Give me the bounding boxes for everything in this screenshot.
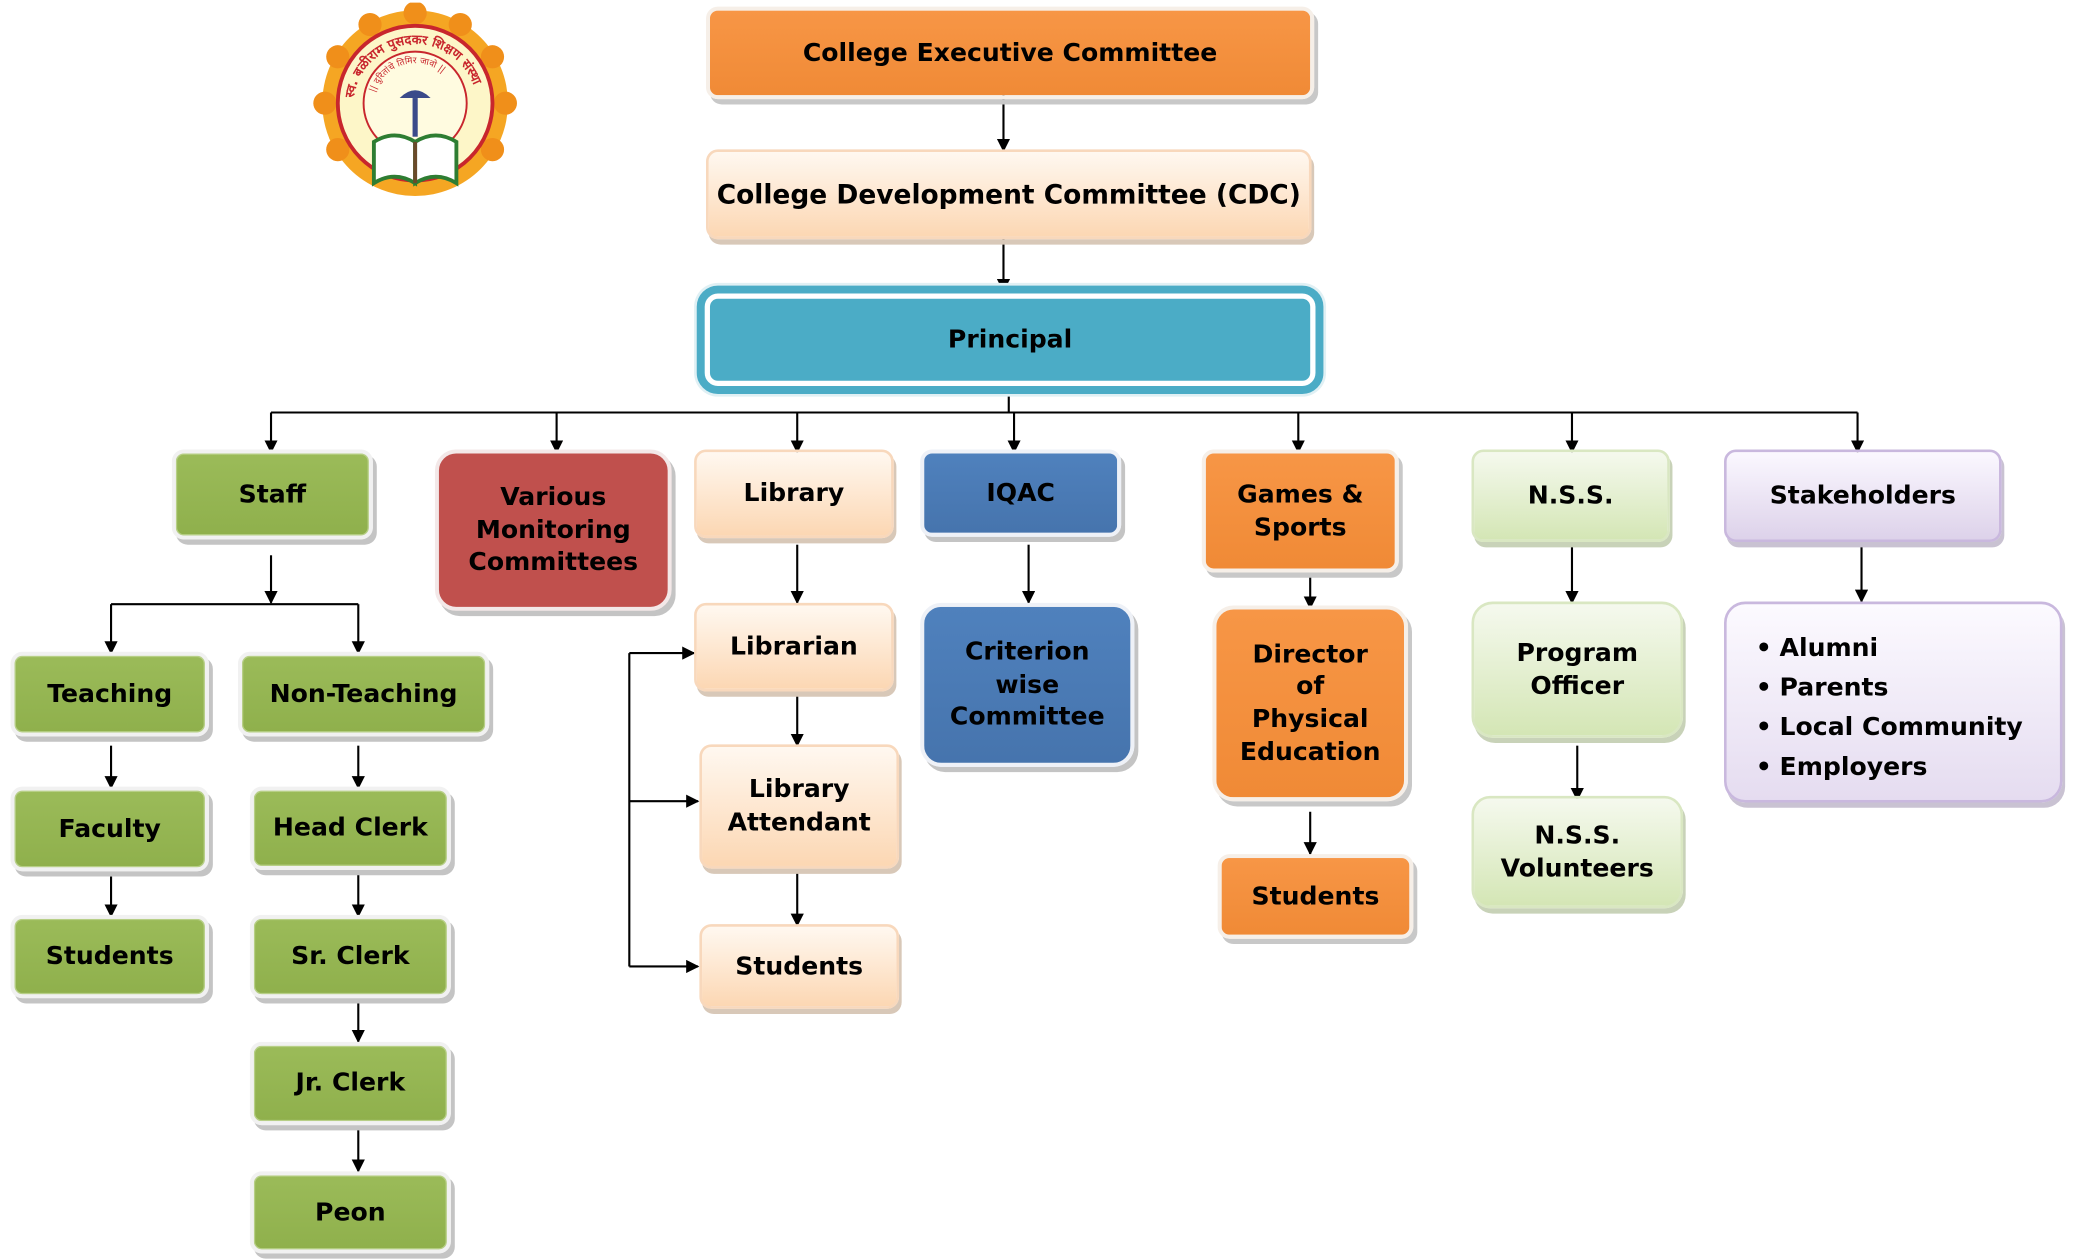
staff-label: Staff xyxy=(238,479,307,509)
faculty-label: Faculty xyxy=(58,813,161,844)
librarian-box: Librarian xyxy=(694,602,894,692)
sr-clerk-box: Sr. Clerk xyxy=(249,914,451,999)
cdc-label: College Development Committee (CDC) xyxy=(716,178,1301,211)
book-icon xyxy=(371,133,459,187)
principal-label: Principal xyxy=(947,324,1073,354)
list-item: Parents xyxy=(1756,668,2047,708)
monitoring-line2: Monitoring xyxy=(475,515,631,545)
attendant-line1: Library xyxy=(748,775,850,805)
library-students-box: Students xyxy=(699,924,900,1009)
director-line2: of xyxy=(1296,672,1325,702)
list-item: Alumni xyxy=(1756,628,2047,668)
games-sports-box: Games & Sports xyxy=(1201,449,1399,573)
teaching-students-box: Students xyxy=(10,914,209,999)
list-item: Local Community xyxy=(1756,707,2047,747)
attendant-line2: Attendant xyxy=(727,807,871,837)
volunteers-line2: Volunteers xyxy=(1500,853,1654,883)
stakeholders-box: Stakeholders xyxy=(1724,449,2002,543)
peon-box: Peon xyxy=(249,1171,451,1254)
head-clerk-box: Head Clerk xyxy=(249,786,451,870)
program-officer-box: Program Officer xyxy=(1471,601,1684,738)
non-teaching-box: Non-Teaching xyxy=(237,651,490,737)
library-attendant-box: Library Attendant xyxy=(699,744,900,869)
librarian-label: Librarian xyxy=(730,632,858,662)
director-line1: Director xyxy=(1252,639,1368,669)
list-item: Employers xyxy=(1756,747,2047,787)
teaching-label: Teaching xyxy=(47,679,173,709)
teaching-box: Teaching xyxy=(10,651,209,737)
faculty-box: Faculty xyxy=(10,786,209,872)
monitoring-committees-box: Various Monitoring Committees xyxy=(434,449,672,611)
director-line4: Education xyxy=(1239,737,1381,767)
criterion-line1: Criterion xyxy=(964,637,1090,667)
nss-box: N.S.S. xyxy=(1471,449,1670,543)
monitoring-line1: Various xyxy=(500,482,607,512)
games-line2: Sports xyxy=(1253,512,1347,542)
iqac-box: IQAC xyxy=(920,449,1122,537)
officer-line2: Officer xyxy=(1530,670,1625,701)
stakeholders-list-box: Alumni Parents Local Community Employers xyxy=(1724,601,2063,803)
director-physical-education-box: Director of Physical Education xyxy=(1212,605,1409,802)
officer-line1: Program xyxy=(1516,638,1639,668)
executive-label: College Executive Committee xyxy=(802,37,1218,67)
principal-box: Principal xyxy=(696,285,1324,394)
nss-label: N.S.S. xyxy=(1527,480,1614,510)
criterion-line2: wise xyxy=(995,669,1060,699)
library-label: Library xyxy=(743,478,845,508)
volunteers-line1: N.S.S. xyxy=(1534,820,1621,850)
library-box: Library xyxy=(694,449,894,539)
criterion-committee-box: Criterion wise Committee xyxy=(920,602,1135,767)
nss-volunteers-box: N.S.S. Volunteers xyxy=(1471,795,1684,909)
monitoring-line3: Committees xyxy=(468,547,639,577)
head-clerk-label: Head Clerk xyxy=(272,813,428,843)
games-students-box: Students xyxy=(1217,854,1414,939)
jr-clerk-box: Jr. Clerk xyxy=(249,1041,451,1126)
stakeholders-label: Stakeholders xyxy=(1769,480,1956,510)
director-line3: Physical xyxy=(1251,704,1369,734)
teaching-students-label: Students xyxy=(45,941,174,971)
peon-label: Peon xyxy=(315,1197,386,1227)
staff-box: Staff xyxy=(171,449,373,540)
lamp-icon xyxy=(399,90,431,137)
library-students-label: Students xyxy=(735,951,864,981)
games-line1: Games & xyxy=(1237,479,1364,509)
institution-logo: स्व. बळीराम पुसदकर शिक्षण संस्था || दुरि… xyxy=(313,2,517,197)
college-development-committee: College Development Committee (CDC) xyxy=(706,149,1312,240)
college-executive-committee: College Executive Committee xyxy=(706,6,1315,100)
jr-clerk-label: Jr. Clerk xyxy=(295,1068,406,1098)
iqac-label: IQAC xyxy=(986,478,1055,508)
stakeholders-list: Alumni Parents Local Community Employers xyxy=(1756,628,2047,787)
non-teaching-label: Non-Teaching xyxy=(269,679,458,709)
sr-clerk-label: Sr. Clerk xyxy=(291,941,410,971)
criterion-line3: Committee xyxy=(949,702,1105,732)
games-students-label: Students xyxy=(1251,881,1380,911)
